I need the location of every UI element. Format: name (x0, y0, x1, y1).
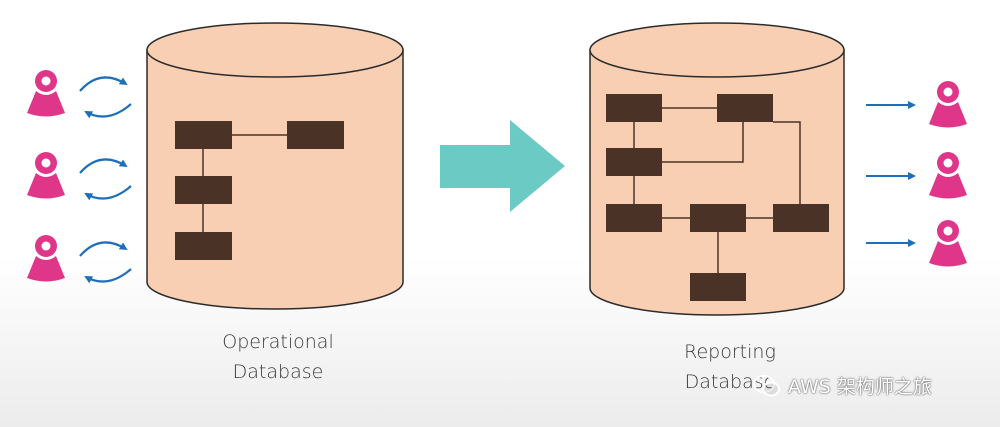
table-box (175, 232, 232, 260)
table-box (606, 148, 662, 176)
reporting-schema (606, 94, 829, 301)
user-icon (27, 235, 65, 282)
user-icon (929, 220, 967, 267)
operational-database-label: Operational Database (178, 327, 378, 387)
table-box (606, 204, 662, 232)
user-icon (929, 152, 967, 199)
user-icon (27, 152, 65, 199)
circular-arrows-icon (79, 241, 132, 284)
table-box (690, 273, 746, 301)
big-right-arrow-icon (440, 120, 565, 212)
table-box (606, 94, 662, 122)
table-box (175, 176, 232, 204)
circular-arrows-icon (79, 76, 132, 119)
right-users (929, 81, 967, 267)
sync-arrows (79, 76, 132, 284)
circular-arrows-icon (79, 158, 132, 201)
wechat-icon (753, 374, 780, 396)
reporting-database-label: Reporting Database (630, 337, 830, 397)
user-icon (27, 70, 65, 117)
watermark: AWS 架构师之旅 (752, 372, 932, 399)
table-box (773, 204, 829, 232)
table-box (287, 121, 344, 149)
operational-database-cylinder (146, 22, 404, 310)
output-arrows (866, 101, 916, 247)
table-box (717, 94, 773, 122)
operational-label-line2: Database (232, 361, 324, 383)
table-box (690, 204, 746, 232)
operational-schema (175, 121, 344, 260)
user-icon (929, 81, 967, 128)
reporting-label-line2: Database (684, 371, 776, 393)
watermark-text: AWS 架构师之旅 (788, 376, 932, 398)
operational-label-line1: Operational (222, 331, 334, 353)
reporting-label-line1: Reporting (684, 341, 776, 363)
left-users (27, 70, 65, 282)
table-box (175, 121, 232, 149)
